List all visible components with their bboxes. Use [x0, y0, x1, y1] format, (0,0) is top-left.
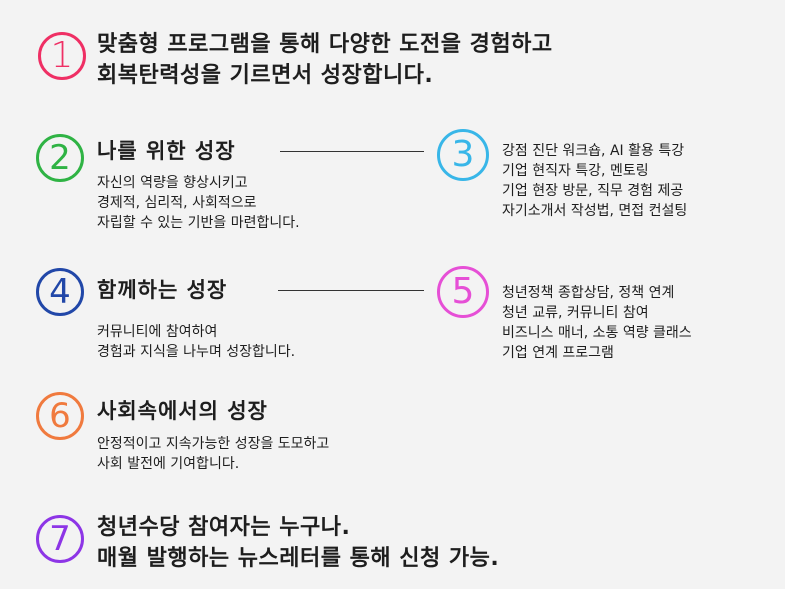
together-growth-title: 함께하는 성장 — [97, 278, 228, 302]
personal-growth-line-2: 경제적, 심리적, 사회적으로 — [97, 195, 257, 211]
together-growth-line-1: 커뮤니티에 참여하여 — [97, 324, 218, 340]
number-1-label: 1 — [50, 35, 74, 76]
number-2-badge: 2 — [36, 134, 84, 182]
intro-headline: 맞춤형 프로그램을 통해 다양한 도전을 경험하고 회복탄력성을 기르면서 성장… — [97, 29, 553, 91]
personal-growth-line-3: 자립할 수 있는 기반을 마련합니다. — [97, 215, 300, 231]
participants-line-2: 매월 발행하는 뉴스레터를 통해 신청 가능. — [97, 546, 500, 571]
social-growth-line-2: 사회 발전에 기여합니다. — [97, 456, 240, 472]
intro-line-1: 맞춤형 프로그램을 통해 다양한 도전을 경험하고 — [97, 32, 553, 57]
number-7-label: 7 — [49, 519, 71, 559]
number-2-label: 2 — [49, 138, 71, 178]
list-item: 청년 교류, 커뮤니티 참여 — [502, 305, 649, 321]
number-5-badge: 5 — [437, 266, 489, 318]
number-4-badge: 4 — [36, 268, 84, 316]
list-item: 강점 진단 워크숍, AI 활용 특강 — [502, 143, 685, 159]
list-item: 기업 현장 방문, 직무 경험 제공 — [502, 183, 684, 199]
intro-line-2: 회복탄력성을 기르면서 성장합니다. — [97, 63, 434, 88]
number-6-badge: 6 — [36, 392, 84, 440]
together-connector-line — [278, 290, 424, 291]
personal-growth-line-1: 자신의 역량을 향상시키고 — [97, 175, 248, 191]
personal-connector-line — [280, 151, 424, 152]
number-3-label: 3 — [451, 134, 475, 175]
number-5-label: 5 — [451, 271, 475, 312]
personal-growth-title: 나를 위한 성장 — [97, 139, 236, 163]
personal-growth-description: 자신의 역량을 향상시키고 경제적, 심리적, 사회적으로 자립할 수 있는 기… — [97, 173, 300, 233]
list-item: 청년정책 종합상담, 정책 연계 — [502, 285, 675, 301]
number-6-label: 6 — [49, 396, 71, 436]
together-programs-list: 청년정책 종합상담, 정책 연계 청년 교류, 커뮤니티 참여 비즈니스 매너,… — [502, 283, 692, 363]
list-item: 자기소개서 작성법, 면접 컨설팅 — [502, 203, 688, 219]
number-1-badge: 1 — [38, 32, 86, 80]
number-3-badge: 3 — [437, 129, 489, 181]
list-item: 비즈니스 매너, 소통 역량 클래스 — [502, 325, 692, 341]
participants-line-1: 청년수당 참여자는 누구나. — [97, 515, 351, 540]
number-7-badge: 7 — [36, 515, 84, 563]
social-growth-title: 사회속에서의 성장 — [97, 399, 268, 423]
together-growth-line-2: 경험과 지식을 나누며 성장합니다. — [97, 344, 296, 360]
list-item: 기업 연계 프로그램 — [502, 345, 614, 361]
social-growth-line-1: 안정적이고 지속가능한 성장을 도모하고 — [97, 436, 330, 452]
list-item: 기업 현직자 특강, 멘토링 — [502, 163, 649, 179]
number-4-label: 4 — [49, 272, 71, 312]
social-growth-description: 안정적이고 지속가능한 성장을 도모하고 사회 발전에 기여합니다. — [97, 434, 329, 474]
personal-programs-list: 강점 진단 워크숍, AI 활용 특강 기업 현직자 특강, 멘토링 기업 현장… — [502, 141, 687, 221]
together-growth-description: 커뮤니티에 참여하여 경험과 지식을 나누며 성장합니다. — [97, 322, 295, 362]
participants-headline: 청년수당 참여자는 누구나. 매월 발행하는 뉴스레터를 통해 신청 가능. — [97, 512, 499, 574]
